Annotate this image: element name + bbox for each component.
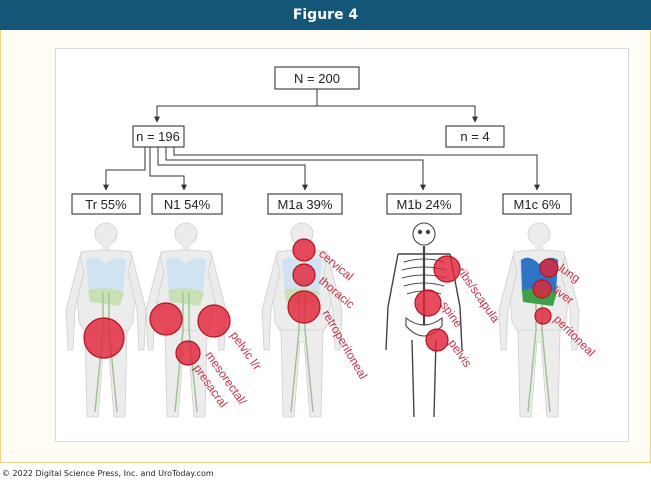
copyright-footer: © 2022 Digital Science Press, Inc. and U… bbox=[2, 469, 214, 478]
label-retroperitoneal: retroperitoneal bbox=[319, 308, 370, 382]
category-label-tr: Tr 55% bbox=[85, 197, 127, 212]
lesion-tr-prostate bbox=[83, 317, 125, 359]
category-label-m1c: M1c 6% bbox=[514, 197, 561, 212]
figure-diagram: N = 200 n = 196 n = 4 Tr 55% N1 54% M1a … bbox=[65, 66, 598, 419]
label-pelvis: pelvis bbox=[446, 337, 475, 370]
left-label: n = 196 bbox=[136, 129, 180, 144]
lesion-n1-pelvic-left bbox=[149, 302, 183, 336]
lesion-m1a-thoracic bbox=[292, 263, 316, 287]
figure-header: Figure 4 bbox=[0, 0, 651, 30]
category-label-m1a: M1a 39% bbox=[278, 197, 333, 212]
lesion-m1c-liver bbox=[532, 279, 552, 299]
category-label-n1: N1 54% bbox=[164, 197, 211, 212]
right-label: n = 4 bbox=[460, 129, 489, 144]
category-box-n1 bbox=[151, 193, 223, 215]
label-pelvic: pelvic l/r bbox=[228, 329, 265, 373]
category-box-m1b bbox=[386, 193, 462, 215]
category-box-tr bbox=[71, 193, 141, 215]
figure-title: Figure 4 bbox=[292, 7, 359, 23]
right-box bbox=[445, 125, 505, 148]
lesion-m1a-cervical bbox=[292, 238, 316, 262]
lesion-n1-pelvic-right bbox=[197, 304, 231, 338]
lesion-m1b-pelvis bbox=[425, 328, 449, 352]
category-box-m1a bbox=[267, 193, 343, 215]
lesion-m1a-retroperitoneal bbox=[287, 290, 321, 324]
category-label-m1b: M1b 24% bbox=[397, 197, 452, 212]
category-box-m1c bbox=[502, 193, 572, 215]
root-label: N = 200 bbox=[294, 71, 340, 86]
lesion-m1c-peritoneal bbox=[534, 307, 552, 325]
lesion-n1-mesorectal bbox=[175, 340, 201, 366]
lesion-m1b-ribs bbox=[433, 255, 461, 283]
lesion-m1b-spine bbox=[414, 289, 442, 317]
lesion-m1c-lung bbox=[539, 258, 559, 278]
